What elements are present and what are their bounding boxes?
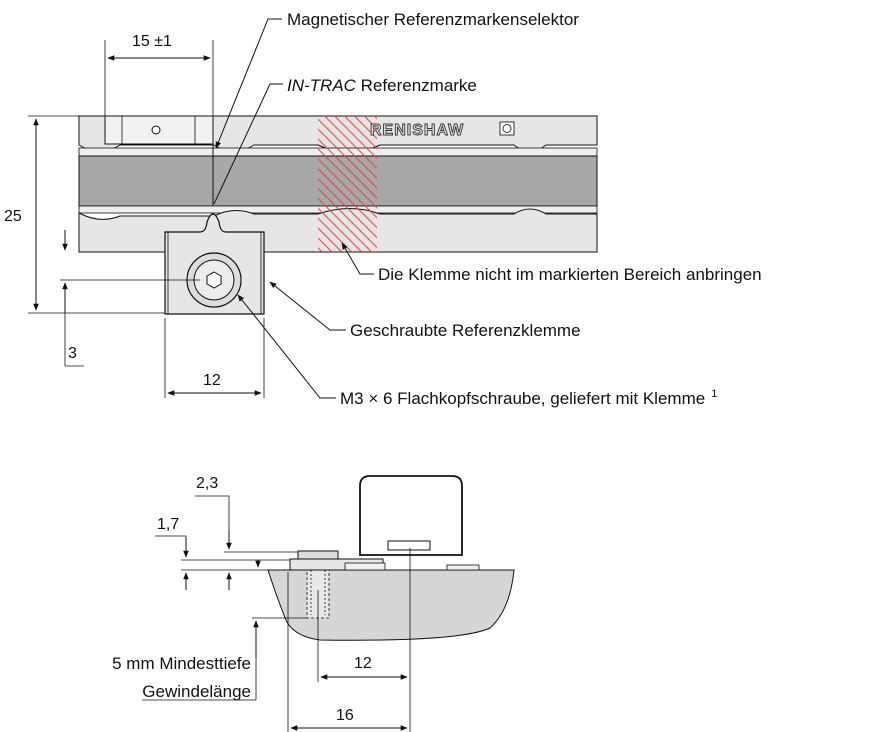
logo-text: RENISHAW [370,122,464,139]
label-in-trac: IN-TRAC Referenzmarke [287,76,477,95]
callout-in-trac: IN-TRAC Referenzmarke [213,76,477,205]
label-selector: Magnetischer Referenzmarkenselektor [287,10,579,29]
renishaw-logo: RENISHAW [370,121,515,139]
label-thread-length: Gewindelänge [142,682,251,701]
no-clamp-zone [318,116,377,252]
reference-selector [104,115,214,145]
dim-3-label: 3 [68,345,77,362]
dim-1-7-label: 1,7 [157,516,179,533]
readhead [359,475,463,556]
dimension-12-side: 12 [317,548,411,732]
label-in-trac-rest: Referenzmarke [356,76,477,95]
scale-profile [289,550,480,571]
label-screw-text: M3 × 6 Flachkopfschraube, geliefert mit … [340,389,705,408]
side-view: 2,3 1,7 5 mm Mindesttiefe Gewindelänge [112,475,515,732]
label-min-depth: 5 mm Mindesttiefe [112,654,251,673]
label-clamp: Geschraubte Referenzklemme [350,321,581,340]
dim-16-label: 16 [336,707,354,724]
logo-mark-dot [502,124,512,133]
dim-25-label: 25 [4,208,22,225]
label-screw: M3 × 6 Flachkopfschraube, geliefert mit … [340,388,717,408]
dim-2-3-label: 2,3 [196,475,218,492]
top-view: RENISHAW 15 ±1 [4,10,762,408]
hex-socket-icon [206,271,222,289]
callout-clamp: Geschraubte Referenzklemme [269,281,581,340]
dim-12-top-label: 12 [203,372,221,389]
clamp [164,213,265,315]
dimension-1-7: 1,7 [155,516,290,590]
selector-hole [151,125,161,135]
dimension-12-top: 12 [164,318,265,398]
callout-selector: Magnetischer Referenzmarkenselektor [215,10,579,149]
dimension-2-3: 2,3 [195,475,298,590]
dimension-16: 16 [287,572,408,732]
dim-12-side-label: 12 [354,655,372,672]
label-no-clamp: Die Klemme nicht im markierten Bereich a… [378,265,762,284]
dimension-3: 3 [60,230,200,367]
logo-mark [499,121,515,136]
dim-15-label: 15 ±1 [132,33,172,50]
callout-no-clamp: Die Klemme nicht im markierten Bereich a… [341,242,762,284]
substrate [267,569,515,641]
label-in-trac-italic: IN-TRAC [287,76,357,95]
dimension-15: 15 ±1 [104,33,214,116]
dimension-25: 25 [4,115,165,314]
callout-screw: M3 × 6 Flachkopfschraube, geliefert mit … [237,294,717,408]
dimension-thread-depth: 5 mm Mindesttiefe Gewindelänge [112,617,307,701]
label-screw-note: 1 [711,388,717,400]
